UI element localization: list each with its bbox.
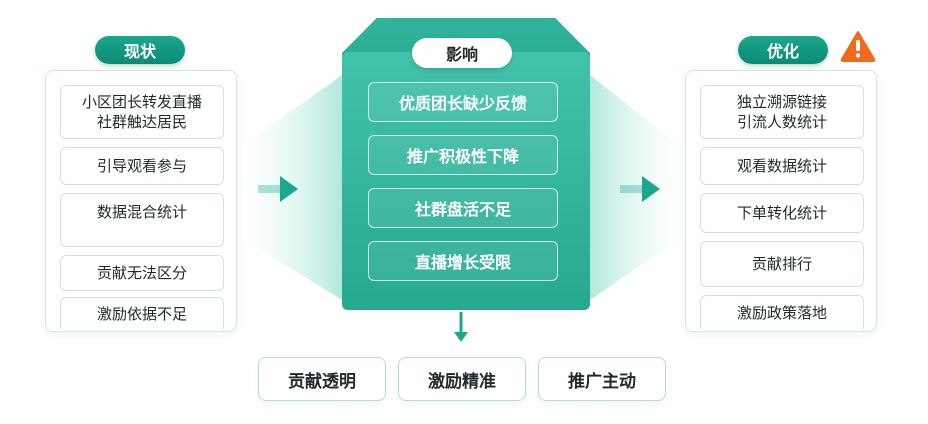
result-precise-incentive: 激励精准 [398,357,526,401]
optimize-item-5-label: 激励政策落地 [736,303,827,322]
result-transparent-contribution: 贡献透明 [258,357,386,401]
arrow-down-icon [454,312,468,342]
optimize-item-3-label: 下单转化统计 [736,204,827,222]
current-state-panel: 小区团长转发直播 社群触达居民 引导观看参与 数据混合统计 贡献无法区分 激励依… [45,70,237,332]
optimize-item-3: 下单转化统计 [700,193,864,233]
current-item-2-label: 引导观看参与 [96,157,187,175]
optimize-panel: 独立溯源链接 引流人数统计 观看数据统计 下单转化统计 贡献排行 激励政策落地 [685,70,877,332]
current-state-header: 现状 [95,36,185,64]
impact-header: 影响 [412,38,512,68]
impact-block [342,52,590,310]
impact-item-2: 推广积极性下降 [368,135,558,175]
impact-item-3: 社群盘活不足 [368,188,558,228]
current-item-1-line-2: 社群触达居民 [96,113,187,131]
current-item-5-label: 激励依据不足 [96,304,187,323]
impact-item-1: 优质团长缺少反馈 [368,82,558,122]
current-item-4-label: 贡献无法区分 [96,264,187,282]
current-item-3-label: 数据混合统计 [96,203,187,221]
optimize-item-1: 独立溯源链接 引流人数统计 [700,85,864,139]
optimize-item-4: 贡献排行 [700,241,864,287]
optimize-item-2: 观看数据统计 [700,147,864,185]
arrow-right-icon [620,176,660,202]
optimize-item-5: 激励政策落地 [700,295,864,329]
current-item-1: 小区团长转发直播 社群触达居民 [60,85,224,139]
current-item-5: 激励依据不足 [60,297,224,329]
current-item-2: 引导观看参与 [60,147,224,185]
optimize-item-2-label: 观看数据统计 [736,157,827,175]
current-item-1-line-1: 小区团长转发直播 [81,93,202,111]
optimize-item-1-line-1: 独立溯源链接 [736,93,827,111]
optimize-item-1-line-2: 引流人数统计 [736,113,827,131]
current-item-4: 贡献无法区分 [60,255,224,291]
optimize-item-4-label: 贡献排行 [751,255,812,273]
arrow-right-icon [258,176,298,202]
optimize-header: 优化 [738,36,828,64]
warning-icon [840,31,876,62]
current-item-3: 数据混合统计 [60,193,224,247]
impact-item-4: 直播增长受限 [368,241,558,281]
result-active-promotion: 推广主动 [538,357,666,401]
